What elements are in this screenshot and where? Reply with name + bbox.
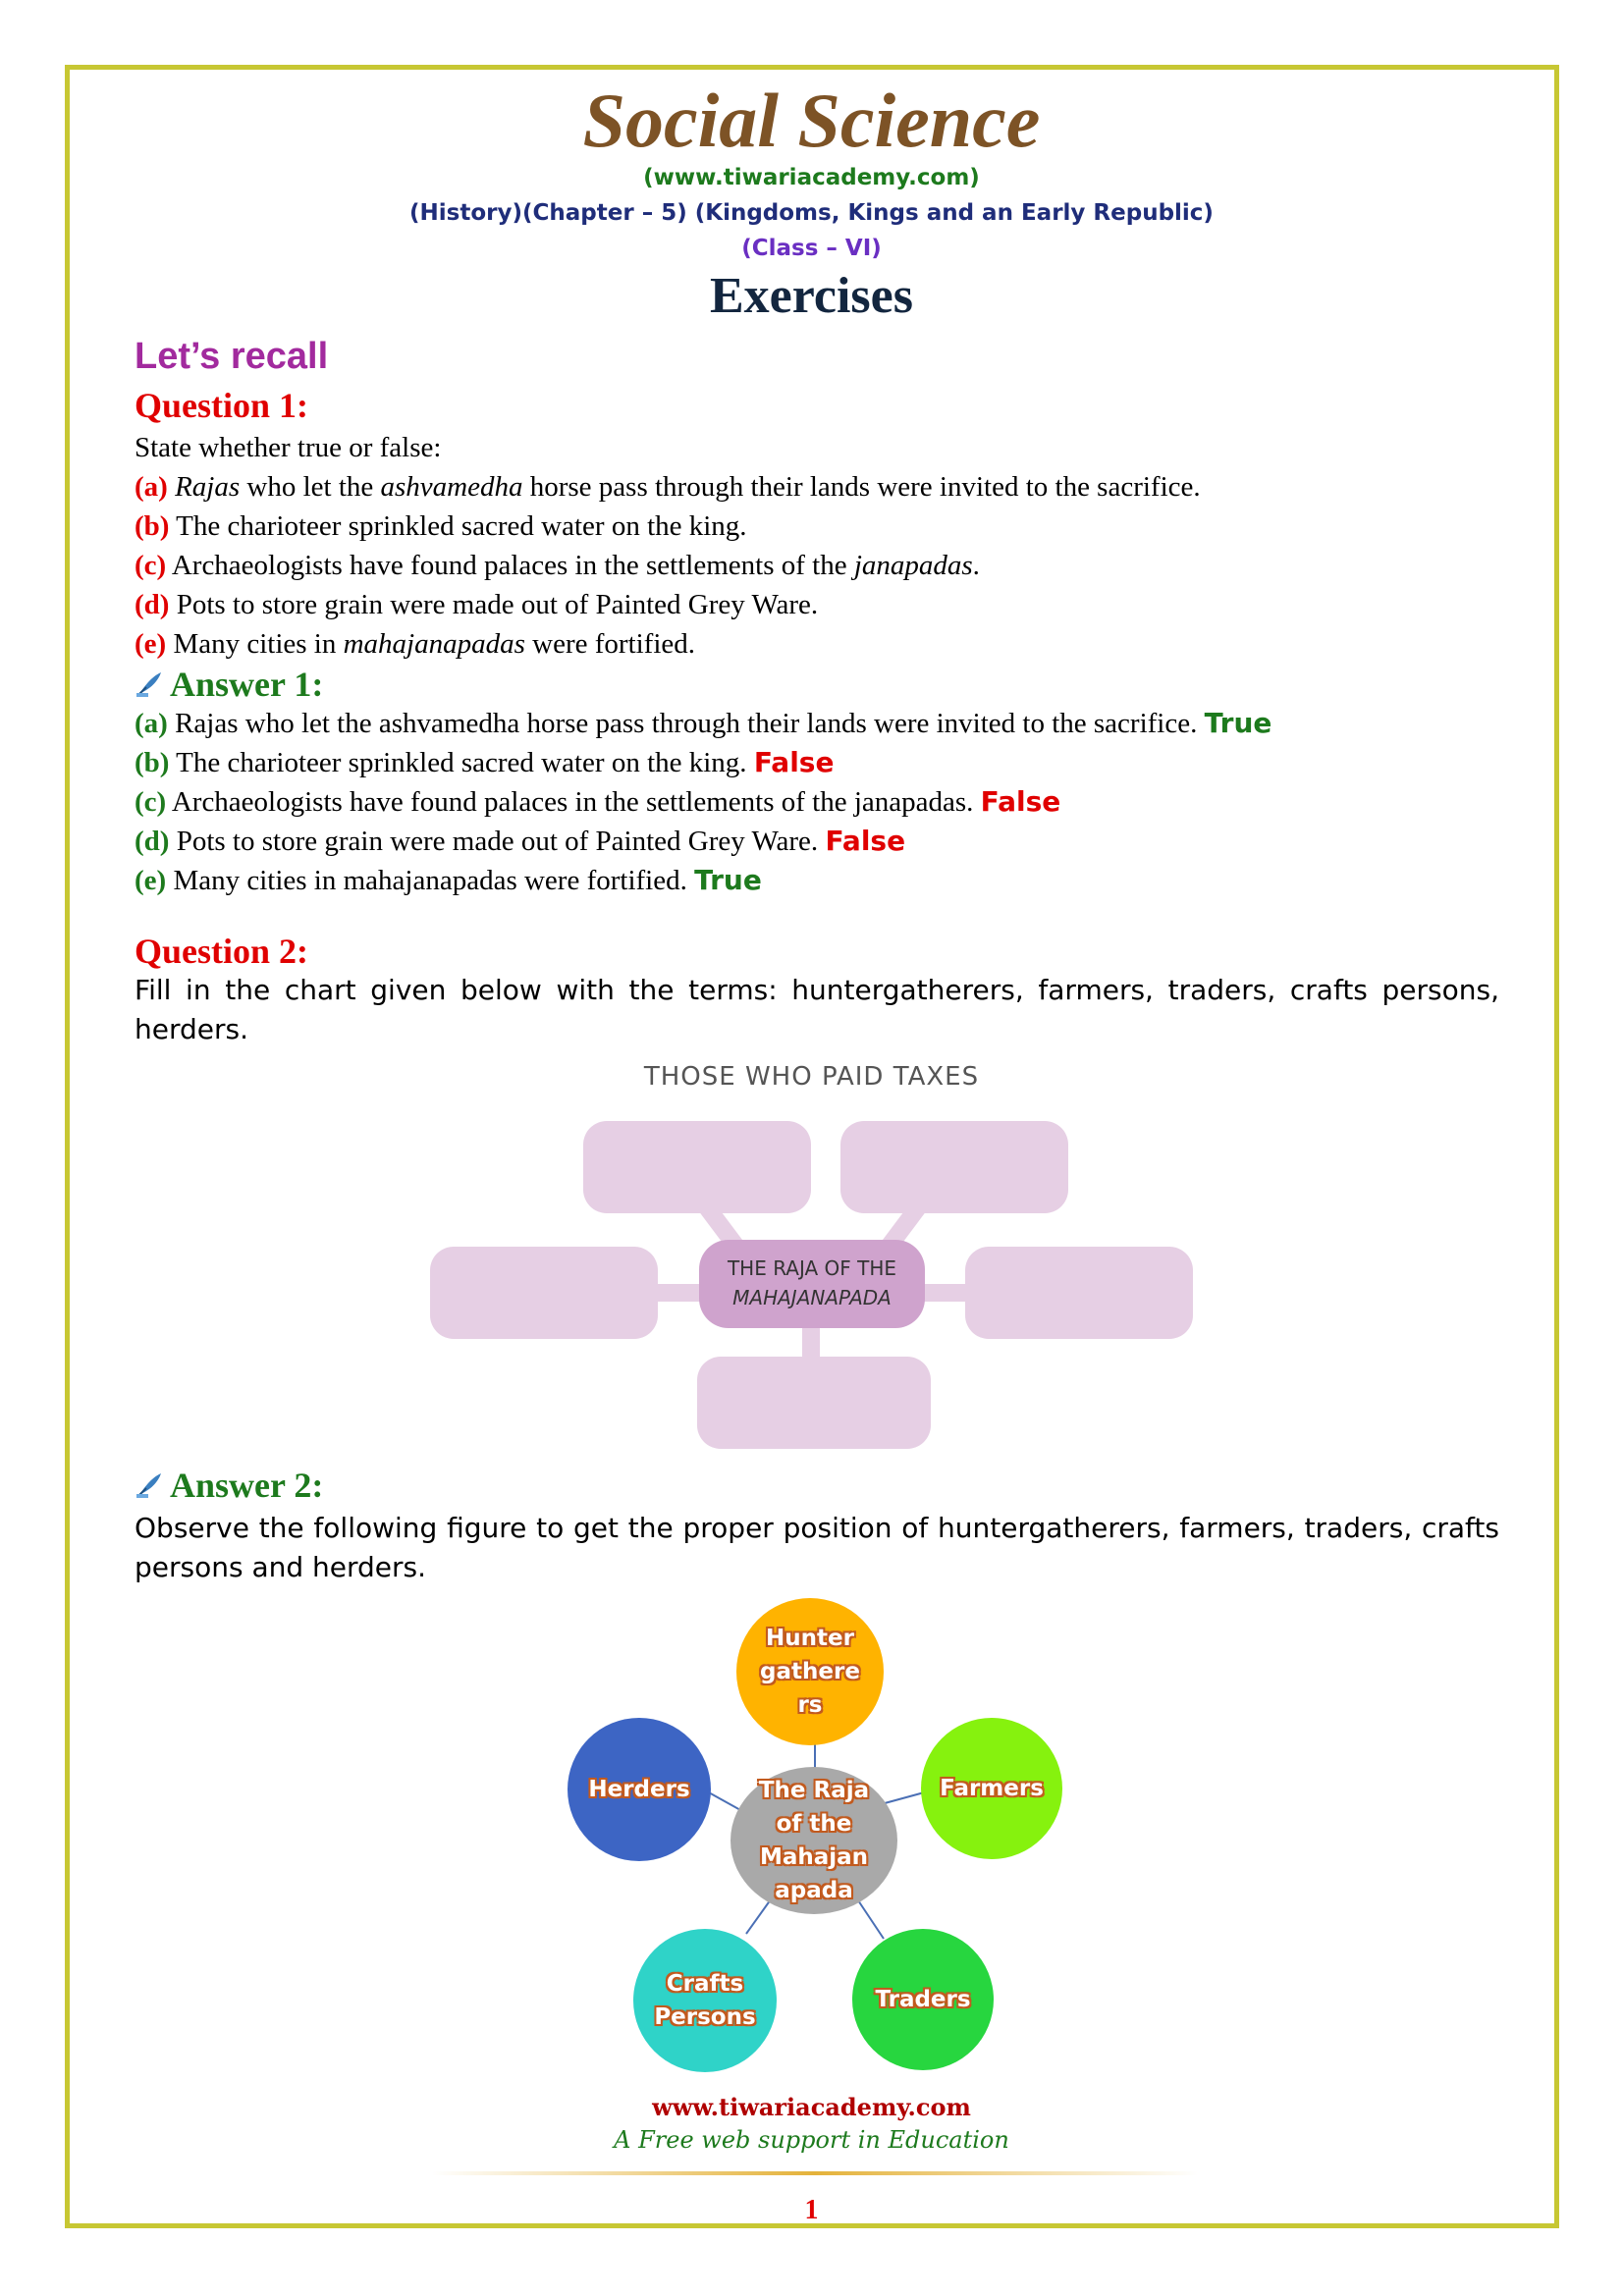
empty-box-bottom xyxy=(697,1357,931,1449)
item-text: who let the xyxy=(240,471,381,503)
item-text: Pots to store grain were made out of Pai… xyxy=(169,826,826,857)
italic-term: mahajanapadas xyxy=(343,628,525,660)
node-line: Herders xyxy=(588,1777,690,1802)
quill-icon xyxy=(135,667,164,697)
page-number: 1 xyxy=(804,2195,819,2225)
question-1-prompt: State whether true or false: xyxy=(135,432,442,463)
node-line: rs xyxy=(797,1692,823,1718)
item-label: (d) xyxy=(135,589,170,620)
center-line: of the xyxy=(776,1811,852,1837)
empty-box-top-right xyxy=(840,1121,1068,1213)
footer-tagline: A Free web support in Education xyxy=(614,2126,1009,2154)
center-line-1: THE RAJA OF THE xyxy=(727,1256,897,1280)
answer-1-item-c: (c) Archaeologists have found palaces in… xyxy=(135,785,1060,819)
chapter-subtitle: (History)(Chapter – 5) (Kingdoms, Kings … xyxy=(409,200,1214,226)
node-line: Hunter xyxy=(766,1626,854,1651)
question-2-heading: Question 2: xyxy=(135,932,309,971)
answer-1-heading: Answer 1: xyxy=(135,664,323,705)
answer-heading-text: Answer 1: xyxy=(170,665,324,704)
item-label: (a) xyxy=(135,708,168,739)
item-text: The charioteer sprinkled sacred water on… xyxy=(169,747,754,778)
italic-term: janapadas xyxy=(853,550,973,581)
question-2-line-1: Fill in the chart given below with the t… xyxy=(135,974,1499,1006)
answer-1-item-d: (d) Pots to store grain were made out of… xyxy=(135,825,905,858)
answer-1-item-e: (e) Many cities in mahajanapadas were fo… xyxy=(135,864,762,897)
footer-url: www.tiwariacademy.com xyxy=(652,2093,971,2121)
italic-term: Rajas xyxy=(175,471,241,503)
item-label: (c) xyxy=(135,786,167,818)
quill-icon xyxy=(135,1468,164,1498)
node-farmers: Farmers xyxy=(921,1718,1062,1859)
answer-heading-text: Answer 2: xyxy=(170,1466,324,1505)
footer-rule xyxy=(432,2171,1198,2175)
item-label: (a) xyxy=(135,471,168,503)
item-text: were fortified. xyxy=(524,628,696,660)
item-text: Many cities in xyxy=(166,628,344,660)
node-line: gathere xyxy=(760,1659,860,1684)
item-label: (d) xyxy=(135,826,170,857)
node-line: Farmers xyxy=(940,1776,1044,1801)
chart-center-box: THE RAJA OF THE MAHAJANAPADA xyxy=(699,1240,925,1328)
question-2-line-2: herders. xyxy=(135,1013,248,1045)
chart-title: THOSE WHO PAID TAXES xyxy=(643,1062,980,1092)
answer-2-line-2: persons and herders. xyxy=(135,1551,427,1583)
center-line-2: MAHAJANAPADA xyxy=(732,1286,892,1309)
page-title: Social Science xyxy=(582,78,1041,163)
answer-1-item-a: (a) Rajas who let the ashvamedha horse p… xyxy=(135,707,1271,740)
question-1-item-d: (d) Pots to store grain were made out of… xyxy=(135,589,818,621)
item-text: . xyxy=(972,550,980,581)
answer-1-item-b: (b) The charioteer sprinkled sacred wate… xyxy=(135,746,834,779)
item-text: The charioteer sprinkled sacred water on… xyxy=(169,510,747,542)
class-subtitle: (Class – VI) xyxy=(741,236,882,261)
section-title: Let’s recall xyxy=(135,336,329,377)
node-herders: Herders xyxy=(568,1718,711,1861)
item-text: Archaeologists have found palaces in the… xyxy=(166,786,981,818)
verdict-true: True xyxy=(694,864,762,896)
question-1-item-b: (b) The charioteer sprinkled sacred wate… xyxy=(135,510,747,543)
node-line: Persons xyxy=(654,2004,756,2030)
verdict-false: False xyxy=(825,825,906,857)
answer-2-heading: Answer 2: xyxy=(135,1465,323,1506)
item-label: (e) xyxy=(135,628,167,660)
item-label: (b) xyxy=(135,510,170,542)
empty-box-right xyxy=(965,1247,1193,1339)
question-1-item-e: (e) Many cities in mahajanapadas were fo… xyxy=(135,628,695,661)
center-line: apada xyxy=(775,1878,853,1903)
question-1-item-a: (a) Rajas who let the ashvamedha horse p… xyxy=(135,471,1201,504)
item-text: Many cities in mahajanapadas were fortif… xyxy=(166,865,695,896)
item-label: (e) xyxy=(135,865,167,896)
node-line: Crafts xyxy=(666,1971,744,1997)
verdict-true: True xyxy=(1204,707,1272,739)
question-1-heading: Question 1: xyxy=(135,386,309,425)
answer-2-line-1: Observe the following figure to get the … xyxy=(135,1512,1499,1544)
website-subtitle: (www.tiwariacademy.com) xyxy=(643,165,980,190)
node-traders: Traders xyxy=(852,1929,994,2070)
item-label: (c) xyxy=(135,550,167,581)
item-label: (b) xyxy=(135,747,170,778)
center-line: The Raja xyxy=(758,1778,870,1803)
verdict-false: False xyxy=(753,746,835,778)
item-text: Pots to store grain were made out of Pai… xyxy=(169,589,819,620)
item-text: Rajas who let the ashvamedha horse pass … xyxy=(167,708,1205,739)
empty-box-top-left xyxy=(583,1121,811,1213)
page-border xyxy=(65,65,1559,2228)
node-line: Traders xyxy=(875,1987,971,2012)
item-text: horse pass through their lands were invi… xyxy=(522,471,1201,503)
italic-term: ashvamedha xyxy=(380,471,523,503)
item-text: Archaeologists have found palaces in the… xyxy=(166,550,854,581)
question-1-item-c: (c) Archaeologists have found palaces in… xyxy=(135,550,980,582)
center-line: Mahajan xyxy=(759,1844,869,1870)
verdict-false: False xyxy=(980,785,1061,818)
empty-box-left xyxy=(430,1247,658,1339)
node-hunter-gatherers: Hunter gathere rs xyxy=(736,1598,884,1745)
exercises-heading: Exercises xyxy=(710,268,913,324)
